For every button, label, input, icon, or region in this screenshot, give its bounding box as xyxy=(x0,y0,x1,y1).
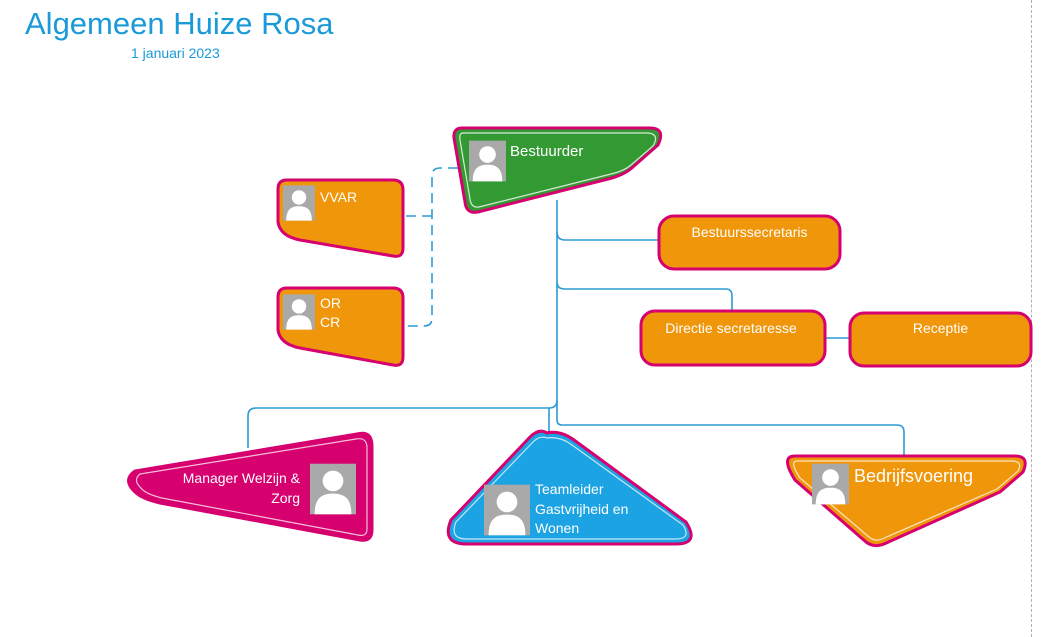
page-edge-divider xyxy=(1031,0,1032,637)
node-bestuurssecretaris-shape xyxy=(657,214,842,271)
node-directie-shape xyxy=(639,309,827,367)
connector-trunk xyxy=(556,200,905,455)
node-teamleider-label-line1: Teamleider xyxy=(535,481,604,497)
node-manager-label-line1: Manager Welzijn & xyxy=(182,470,300,486)
connector-manager xyxy=(247,399,558,448)
manager-person-icon xyxy=(310,463,356,515)
teamleider-person-icon xyxy=(484,484,530,536)
page-title: Algemeen Huize Rosa xyxy=(25,6,334,41)
node-cr-label: CR xyxy=(320,314,341,330)
bedrijfsvoering-person-icon xyxy=(812,463,849,505)
node-teamleider-label-line3: Wonen xyxy=(535,520,580,536)
page-date: 1 januari 2023 xyxy=(131,45,220,61)
node-or-label: OR xyxy=(320,295,341,311)
node-receptie-shape xyxy=(848,311,1033,368)
node-bestuurssecretaris-label: Bestuurssecretaris xyxy=(691,224,808,240)
node-bestuurder-label: Bestuurder xyxy=(510,143,584,160)
node-teamleider-label-line2: Gastvrijheid en xyxy=(535,501,629,517)
node-directie-label: Directie secretaresse xyxy=(665,320,797,336)
node-vvar-label: VVAR xyxy=(320,189,358,205)
or-cr-person-icon xyxy=(283,294,315,330)
connector-directie xyxy=(556,281,733,310)
node-receptie-label: Receptie xyxy=(912,320,969,336)
bestuurder-person-icon xyxy=(469,140,506,182)
vvar-person-icon xyxy=(283,185,315,221)
connector-advisory xyxy=(406,167,458,327)
node-bedrijfsvoering-label: Bedrijfsvoering xyxy=(854,466,974,486)
connector-bestuurssecretaris xyxy=(556,231,660,241)
node-manager-label-line2: Zorg xyxy=(271,490,300,506)
